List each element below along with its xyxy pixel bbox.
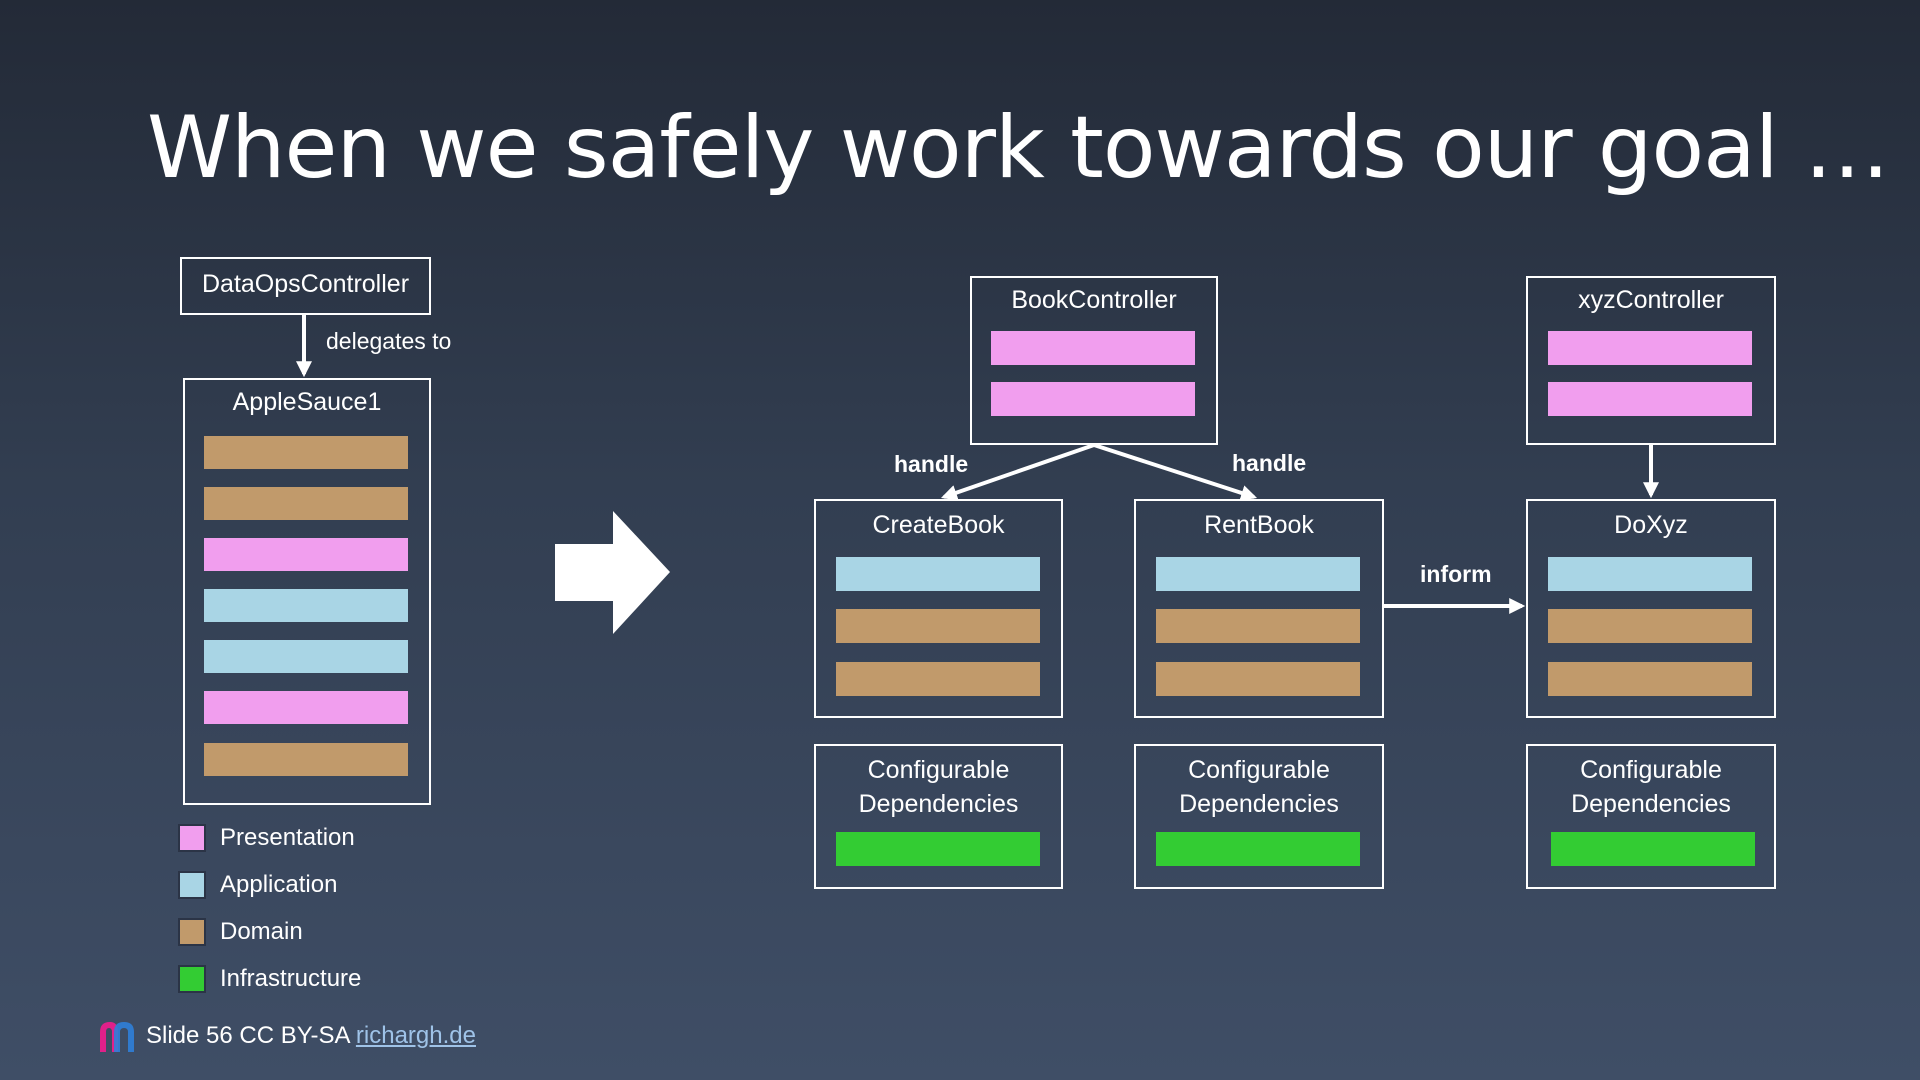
createbook-label: CreateBook (872, 511, 1005, 539)
config-deps-doxyz: Configurable Dependencies (1526, 744, 1776, 889)
domain-bar (836, 662, 1040, 696)
presentation-bar (204, 691, 408, 724)
legend-swatch-application (178, 871, 206, 899)
handle-right-label: handle (1232, 450, 1307, 476)
createbook-box: CreateBook (814, 499, 1063, 718)
domain-bar (1156, 609, 1360, 643)
domain-bar (1548, 609, 1752, 643)
domain-bar (204, 436, 408, 469)
xyz-controller-label: xyzController (1578, 286, 1724, 314)
rentbook-label: RentBook (1204, 511, 1314, 539)
infrastructure-bar (836, 832, 1040, 866)
book-controller-label: BookController (1011, 286, 1177, 314)
domain-bar (1548, 662, 1752, 696)
handle-arrow-left (940, 443, 1095, 501)
legend-swatch-domain (178, 918, 206, 946)
domain-bar (836, 609, 1040, 643)
application-bar (204, 589, 408, 622)
domain-bar (1156, 662, 1360, 696)
handle-left-label: handle (894, 451, 969, 477)
domain-bar (204, 743, 408, 776)
footer: Slide 56 CC BY-SA richargh.de (146, 1022, 476, 1050)
legend-label-domain: Domain (220, 918, 303, 945)
legend-label-application: Application (220, 871, 338, 898)
presentation-bar (991, 382, 1195, 416)
doxyz-label: DoXyz (1614, 511, 1688, 539)
config-deps-line1: Configurable (1188, 756, 1330, 784)
domain-bar (204, 487, 408, 520)
application-bar (1548, 557, 1752, 591)
config-deps-line2: Dependencies (1571, 790, 1731, 818)
config-deps-line2: Dependencies (858, 790, 1019, 818)
legend-label-presentation: Presentation (220, 824, 355, 851)
config-deps-line2: Dependencies (1179, 790, 1339, 818)
footer-link[interactable]: richargh.de (355, 1022, 476, 1049)
footer-text: Slide 56 CC BY-SA (146, 1022, 356, 1049)
dataops-controller-label: DataOpsController (201, 270, 410, 298)
dataops-controller-box: DataOpsController (180, 257, 431, 315)
book-controller-box: BookController (970, 276, 1218, 445)
infrastructure-bar (1551, 832, 1755, 866)
config-deps-line1: Configurable (1580, 756, 1722, 784)
presentation-bar (1548, 331, 1752, 365)
config-deps-line1: Configurable (867, 756, 1010, 784)
rentbook-box: RentBook (1134, 499, 1384, 718)
applesauce-box: AppleSauce1 (183, 378, 431, 805)
application-bar (1156, 557, 1360, 591)
delegates-label: delegates to (326, 328, 452, 354)
presentation-bar (1548, 382, 1752, 416)
applesauce-label: AppleSauce1 (232, 388, 382, 416)
legend-label-infrastructure: Infrastructure (220, 965, 362, 992)
infrastructure-bar (1156, 832, 1360, 866)
legend-swatch-presentation (178, 824, 206, 852)
presentation-bar (991, 331, 1195, 365)
xyz-controller-box: xyzController (1526, 276, 1776, 445)
config-deps-rentbook: Configurable Dependencies (1134, 744, 1384, 889)
right-arrow-icon (555, 511, 670, 634)
presentation-bar (204, 538, 408, 571)
application-bar (204, 640, 408, 673)
slide-title: When we safely work towards our goal … (147, 98, 1890, 198)
doxyz-box: DoXyz (1526, 499, 1776, 718)
legend-swatch-infrastructure (178, 965, 206, 993)
richargh-logo-icon (100, 1022, 134, 1052)
config-deps-createbook: Configurable Dependencies (814, 744, 1063, 889)
inform-label: inform (1420, 561, 1492, 587)
handle-arrow-right (1093, 443, 1258, 501)
application-bar (836, 557, 1040, 591)
